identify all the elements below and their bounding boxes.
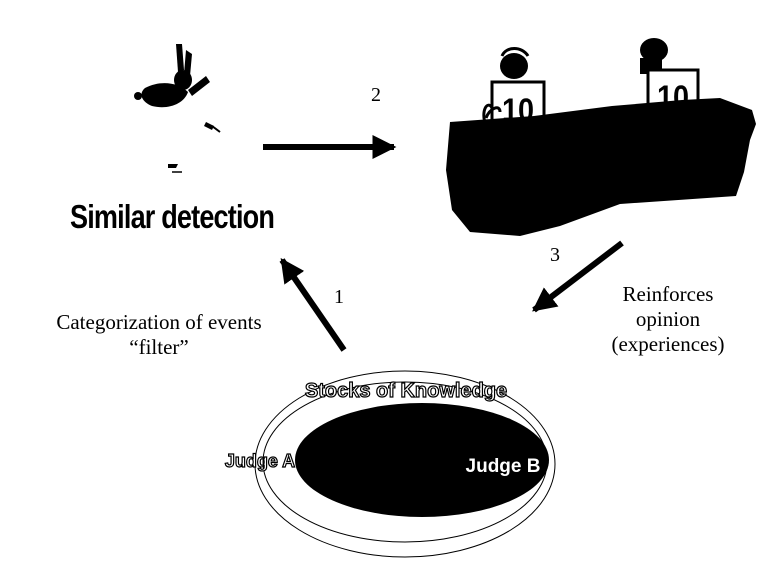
left-caption-line1: Categorization of events [56, 310, 262, 334]
judge-a-label: Judge A [225, 451, 295, 471]
step-number-2: 2 [371, 84, 381, 106]
score-card-left: 10 [502, 93, 534, 129]
right-caption-line2: opinion [635, 307, 701, 331]
judge-b-region [295, 403, 549, 517]
right-caption-line3: (experiences) [611, 332, 725, 356]
stocks-of-knowledge-label: Stocks of Knowledge [305, 380, 507, 402]
similar-detection-title: Similar detection [70, 198, 275, 235]
judge-b-label: Judge B [466, 456, 541, 477]
knowledge-ellipses [254, 370, 556, 558]
step-number-1: 1 [334, 286, 344, 308]
score-card-right: 10 [657, 80, 689, 116]
right-caption: Reinforces opinion (experiences) [598, 282, 738, 357]
left-caption-line2: “filter” [129, 335, 189, 359]
step-number-3: 3 [550, 244, 560, 266]
left-caption: Categorization of events “filter” [30, 310, 288, 360]
judges-table-illustration [446, 38, 756, 236]
right-caption-line1: Reinforces [622, 282, 714, 306]
arrow-step-3 [532, 240, 624, 313]
arrow-step-1 [279, 258, 347, 352]
athlete-figure-icon [134, 44, 221, 173]
knowledge-outer-ring [254, 370, 556, 558]
